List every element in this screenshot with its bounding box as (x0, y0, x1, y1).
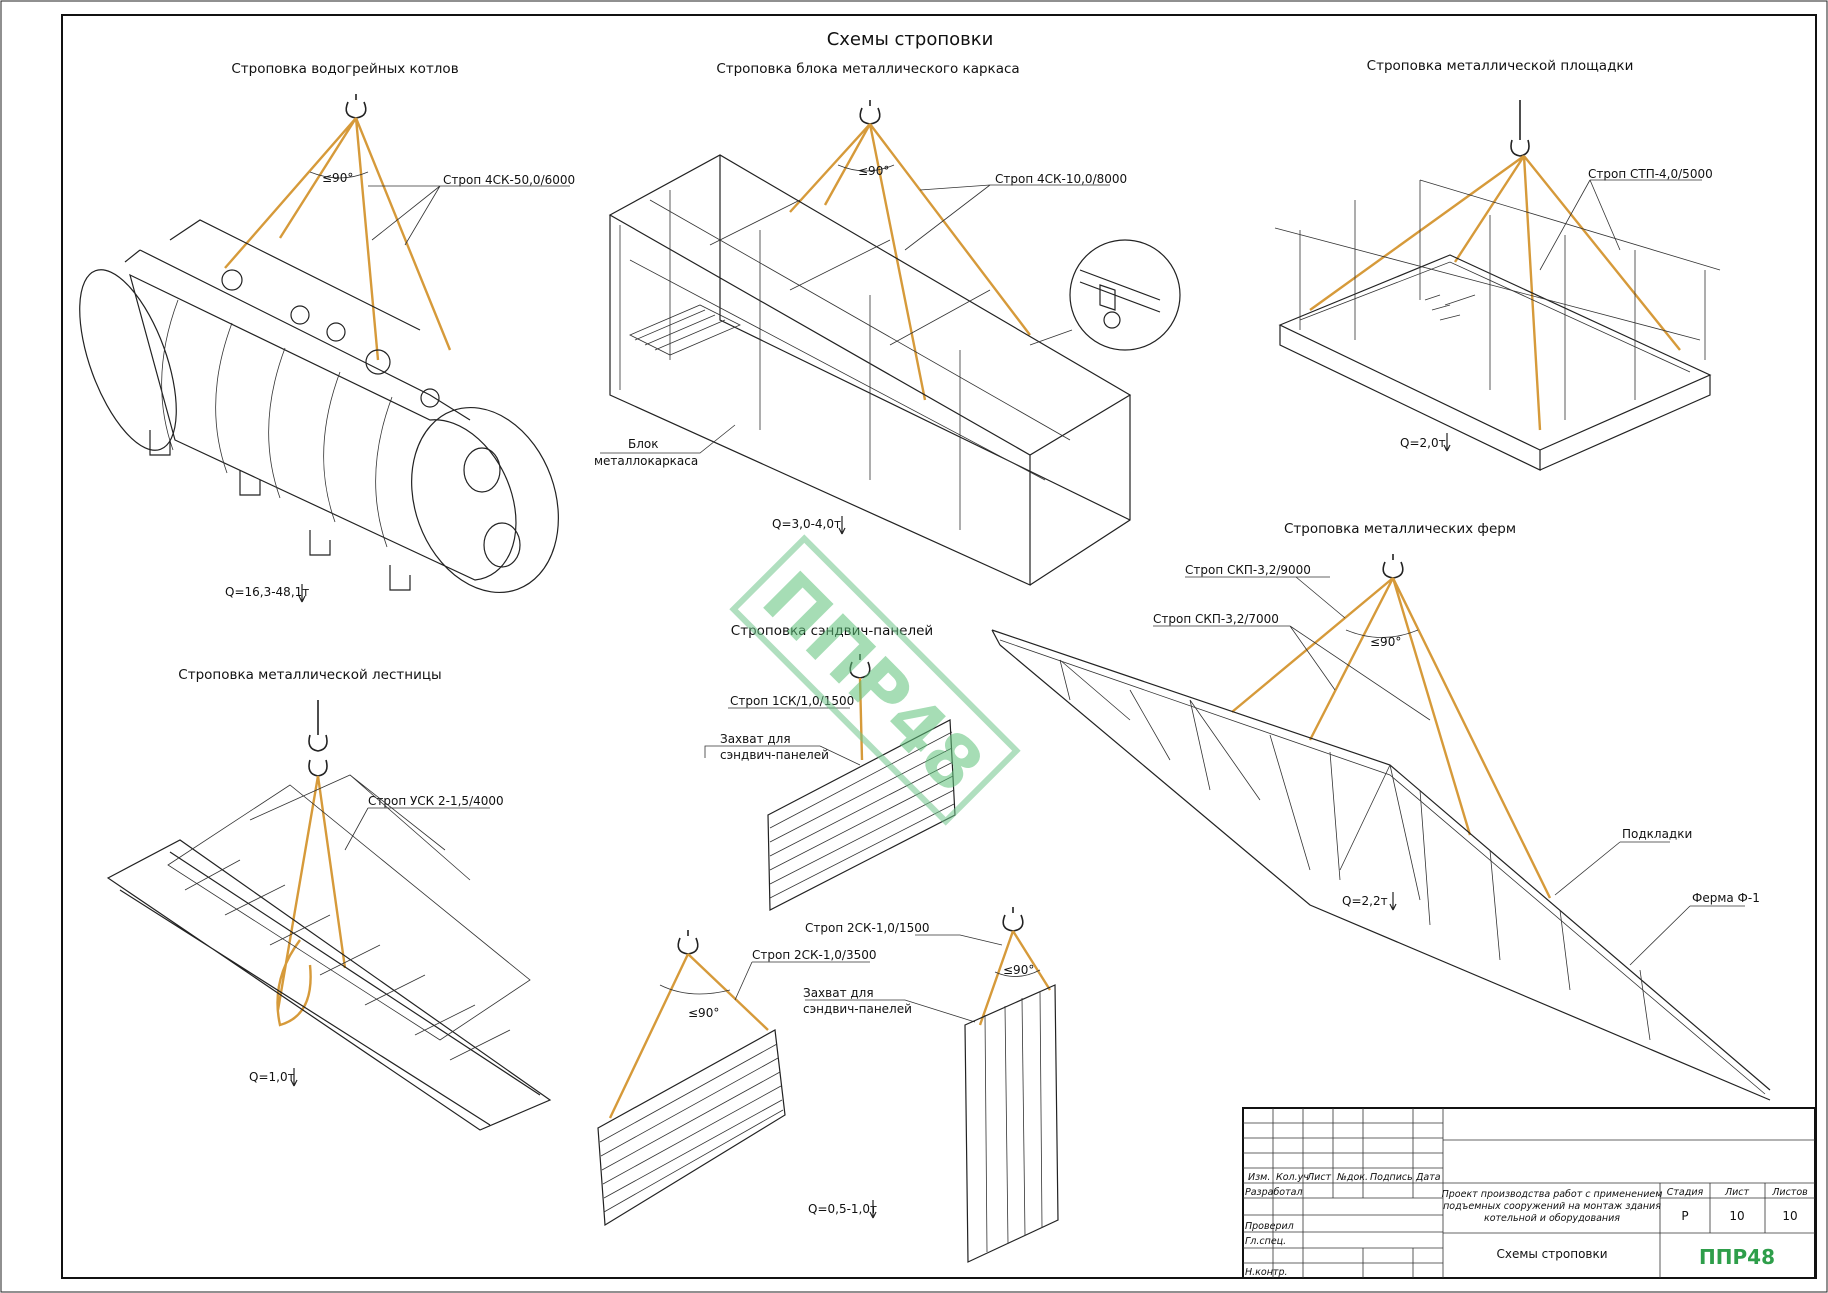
truss-load: Q=2,2т (1342, 894, 1388, 908)
tb-stage: Р (1681, 1209, 1688, 1223)
svg-text:Подпись: Подпись (1370, 1172, 1413, 1183)
sandwich-grip-1: Захват для (720, 732, 791, 746)
svg-text:№док.: №док. (1336, 1172, 1368, 1183)
ladder-load: Q=1,0т (249, 1070, 295, 1084)
tb-project-line-3: котельной и оборудования (1484, 1213, 1620, 1224)
sandwich-sling-2: Строп 2СК-1,0/3500 (752, 948, 877, 962)
sandwich-title: Строповка сэндвич-панелей (731, 623, 933, 639)
boiler-angle: ≤90° (322, 171, 353, 185)
svg-text:Изм.: Изм. (1248, 1172, 1270, 1183)
svg-text:Листов: Листов (1771, 1187, 1808, 1198)
frame-block-diagram: Строповка блока металлического каркаса ≤… (594, 61, 1181, 586)
sandwich-grip-b2: сэндвич-панелей (803, 1002, 912, 1016)
ladder-title: Строповка металлической лестницы (178, 667, 441, 683)
truss-title: Строповка металлических ферм (1284, 521, 1516, 537)
frame-block-label-1: Блок (628, 437, 659, 451)
frame-block-box (608, 154, 1132, 586)
ladder-frame (106, 839, 552, 1131)
truss-sling-1: Строп СКП-3,2/9000 (1185, 563, 1311, 577)
sheet-frame (61, 14, 1817, 1279)
sandwich-panel-2 (597, 1029, 786, 1227)
tb-drawing-name: Схемы строповки (1496, 1247, 1607, 1261)
svg-text:Дата: Дата (1415, 1172, 1441, 1183)
platform-sling-label: Строп СТП-4,0/5000 (1588, 167, 1713, 181)
frame-angle: ≤90° (858, 164, 889, 178)
frame-title: Строповка блока металлического каркаса (716, 61, 1019, 77)
tb-sheets: 10 (1782, 1209, 1797, 1223)
svg-text:Разработал: Разработал (1245, 1187, 1303, 1198)
sandwich-panel-3 (964, 984, 1059, 1263)
svg-text:Гл.спец.: Гл.спец. (1245, 1236, 1286, 1247)
sheet-title: Схемы строповки (827, 29, 994, 50)
sandwich-sling-3: Строп 2СК-1,0/1500 (805, 921, 930, 935)
tb-project-line-1: Проект производства работ с применением (1442, 1189, 1663, 1200)
tb-project-line-2: подъемных сооружений на монтаж здания (1443, 1201, 1661, 1212)
ladder-diagram: Строповка металлической лестницы Строп У… (106, 667, 552, 1131)
frame-detail-circle (1069, 239, 1181, 351)
svg-text:Н.контр.: Н.контр. (1245, 1267, 1288, 1278)
svg-text:Кол.уч: Кол.уч (1276, 1172, 1309, 1183)
truss-angle: ≤90° (1370, 635, 1401, 649)
platform-hook-icon (1510, 100, 1530, 157)
platform-diagram: Строповка металлической площадки Строп С… (1274, 58, 1721, 471)
truss-diagram: Строповка металлических ферм ≤90° Строп … (991, 521, 1771, 1101)
boiler-diagram: Строповка водогрейных котлов ≤90° Строп … (79, 61, 575, 603)
tb-logo: ППР48 (1699, 1245, 1775, 1269)
platform-load: Q=2,0т (1400, 436, 1446, 450)
sandwich-load: Q=0,5-1,0т (808, 1202, 877, 1216)
sandwich-angle-1: ≤90° (688, 1006, 719, 1020)
svg-text:Проверил: Проверил (1245, 1221, 1294, 1232)
platform-title: Строповка металлической площадки (1367, 58, 1634, 74)
frame-sling-label: Строп 4СК-10,0/8000 (995, 172, 1127, 186)
platform-slab (1278, 254, 1712, 471)
sandwich-grip-2: сэндвич-панелей (720, 748, 829, 762)
svg-text:Лист: Лист (1724, 1187, 1750, 1198)
svg-text:Стадия: Стадия (1667, 1187, 1704, 1198)
tb-sheet: 10 (1729, 1209, 1744, 1223)
sandwich-angle-2: ≤90° (1003, 963, 1034, 977)
svg-text:Лист: Лист (1306, 1172, 1332, 1183)
boiler-load: Q=16,3-48,1т (225, 585, 309, 599)
boiler-tank (129, 273, 517, 581)
truss-label: Ферма Ф-1 (1692, 891, 1760, 905)
boiler-title: Строповка водогрейных котлов (231, 61, 458, 77)
truss-sling-2: Строп СКП-3,2/7000 (1153, 612, 1279, 626)
frame-block-label-2: металлокаркаса (594, 454, 698, 468)
title-block: Изм. Кол.уч Лист №док. Подпись Дата Разр… (1242, 1107, 1816, 1279)
boiler-sling-label: Строп 4СК-50,0/6000 (443, 173, 575, 187)
frame-load: Q=3,0-4,0т (772, 517, 841, 531)
ladder-sling-label: Строп УСК 2-1,5/4000 (368, 794, 504, 808)
sandwich-grip-b1: Захват для (803, 986, 874, 1000)
truss-pads-label: Подкладки (1622, 827, 1692, 841)
